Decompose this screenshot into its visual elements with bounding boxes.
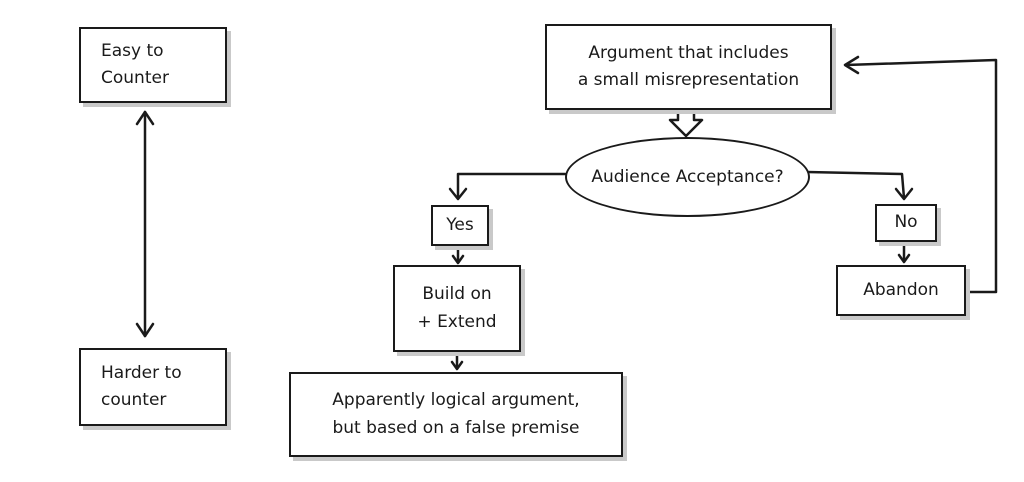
no-box: No bbox=[875, 204, 937, 242]
build-line1: Build on bbox=[422, 284, 492, 305]
build-extend-box: Build on + Extend bbox=[393, 265, 521, 352]
build-line2: + Extend bbox=[417, 311, 497, 332]
argument-box: Argument that includes a small misrepres… bbox=[545, 24, 832, 110]
easy-to-counter-box: Easy to Counter bbox=[79, 27, 227, 103]
no-to-abandon-arrow bbox=[897, 240, 911, 264]
argument-to-decision-arrow bbox=[668, 108, 704, 138]
scale-double-arrow bbox=[135, 110, 155, 338]
result-box: Apparently logical argument, but based o… bbox=[289, 372, 623, 457]
yes-label: Yes bbox=[446, 214, 474, 235]
result-line2: but based on a false premise bbox=[332, 417, 580, 438]
harder-label-line1: Harder to bbox=[101, 362, 182, 383]
yes-to-build-arrow bbox=[451, 244, 465, 265]
easy-label-line1: Easy to bbox=[101, 40, 164, 61]
build-to-result-arrow bbox=[450, 350, 464, 371]
no-label: No bbox=[894, 212, 918, 233]
decision-to-no-arrow bbox=[805, 170, 914, 201]
decision-label: Audience Acceptance? bbox=[591, 167, 784, 187]
decision-to-yes-arrow bbox=[448, 172, 567, 201]
yes-box: Yes bbox=[431, 205, 489, 246]
result-line1: Apparently logical argument, bbox=[332, 390, 580, 411]
harder-label-line2: counter bbox=[101, 390, 167, 410]
argument-line1: Argument that includes bbox=[588, 42, 789, 63]
audience-acceptance-decision: Audience Acceptance? bbox=[565, 137, 810, 217]
abandon-label: Abandon bbox=[863, 279, 939, 300]
argument-line2: a small misrepresentation bbox=[577, 70, 800, 90]
easy-label-line2: Counter bbox=[101, 68, 169, 88]
abandon-loop-arrow bbox=[843, 55, 998, 294]
abandon-box: Abandon bbox=[836, 265, 966, 316]
harder-to-counter-box: Harder to counter bbox=[79, 348, 227, 426]
